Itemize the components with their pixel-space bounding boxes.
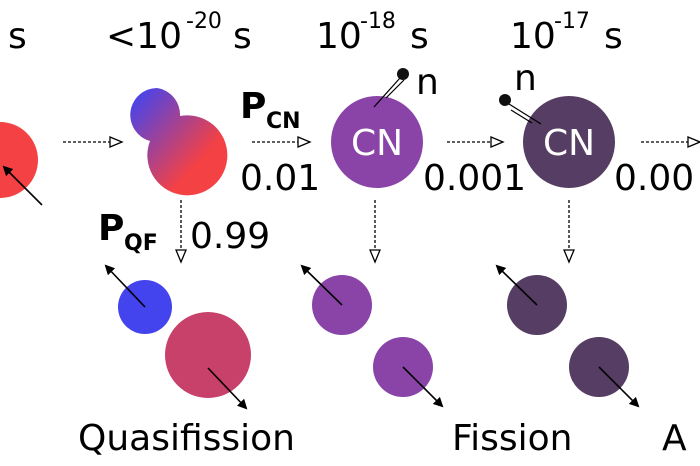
svg-text:-18: -18 [360, 9, 396, 34]
pqf-label: P QF [98, 208, 158, 256]
time-label-3: 10 -17 s [510, 9, 623, 57]
pqf-value: 0.99 [190, 216, 270, 257]
svg-text:-17: -17 [554, 9, 590, 34]
pcn-value: 0.01 [240, 158, 320, 199]
neutron-label: n [514, 58, 537, 99]
neutron-icon [373, 68, 409, 108]
dashed-arrow-icon [175, 200, 187, 264]
pcn-label: P CN [240, 86, 301, 134]
dashed-arrow-icon [447, 136, 505, 148]
svg-text:-20: -20 [186, 9, 222, 34]
time-label-2: 10 -18 s [316, 9, 429, 57]
projectile-nucleus [0, 122, 38, 198]
velocity-arrow-icon [495, 264, 538, 306]
dashed-arrow-icon [563, 200, 575, 264]
step2-value: 0.001 [423, 158, 526, 199]
neutron-label: n [416, 62, 439, 103]
dashed-arrow-icon [641, 136, 700, 148]
dashed-arrow-icon [63, 136, 124, 148]
velocity-arrow-icon [104, 264, 146, 308]
velocity-arrow-icon [207, 367, 248, 410]
velocity-arrow-icon [402, 366, 444, 408]
qf-heavy-fragment [165, 312, 251, 398]
svg-text:P: P [240, 86, 266, 127]
step3-value: 0.00 [614, 158, 694, 199]
svg-text:<10: <10 [106, 16, 182, 57]
compound-nucleus-cooled [523, 96, 615, 188]
cn-label: CN [351, 123, 403, 164]
svg-text:s: s [604, 16, 623, 57]
svg-text:10: 10 [510, 16, 556, 57]
time-label-1: <10 -20 s [106, 9, 252, 57]
velocity-arrow-icon [2, 165, 43, 206]
dashed-arrow-icon [369, 200, 381, 264]
svg-text:s: s [410, 16, 429, 57]
svg-text:CN: CN [266, 109, 301, 134]
svg-text:QF: QF [124, 231, 158, 256]
neutron-icon [499, 94, 542, 125]
outcome-third: A [662, 418, 687, 459]
outcome-quasifission: Quasifission [78, 418, 295, 459]
velocity-arrow-icon [300, 264, 343, 306]
svg-text:P: P [98, 208, 124, 249]
svg-text:10: 10 [316, 16, 362, 57]
time-label-0: s [8, 16, 27, 57]
cn-label: CN [543, 123, 595, 164]
velocity-arrow-icon [598, 366, 640, 408]
outcome-fission: Fission [452, 418, 572, 459]
dinuclear-system [130, 88, 228, 196]
compound-nucleus-hot [331, 96, 423, 188]
svg-text:s: s [233, 16, 252, 57]
dashed-arrow-icon [252, 136, 312, 148]
